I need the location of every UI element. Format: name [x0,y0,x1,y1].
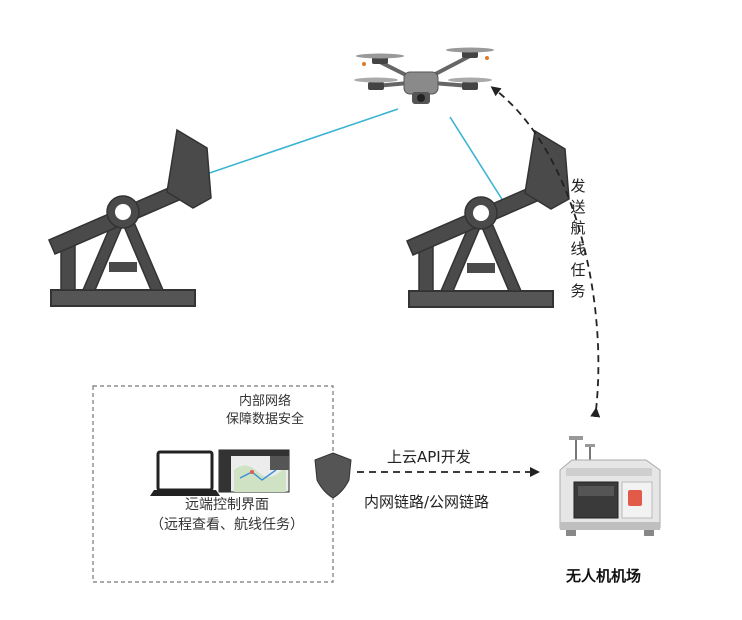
send-route-arrow [490,86,601,418]
drone-icon [354,47,494,104]
pumpjack-icon [406,130,570,308]
laptop-icon [150,450,220,496]
shield-icon [314,452,352,499]
remote-control-ui-label: 远端控制界面 （远程查看、航线任务） [150,497,304,533]
send-route-label: 发 送 航 线 任 务 [570,177,586,300]
drone-dock-icon [559,436,661,536]
link-line-left [182,108,399,183]
cloud-api-label: 上云API开发 [387,448,471,466]
link-line-right [449,116,506,205]
map-screen-icon [218,449,290,493]
pumpjack-icon [48,129,212,307]
network-links-label: 内网链路/公网链路 [364,493,490,511]
internal-network-label: 内部网络 保障数据安全 [226,394,305,427]
dock-label: 无人机机场 [566,567,642,585]
